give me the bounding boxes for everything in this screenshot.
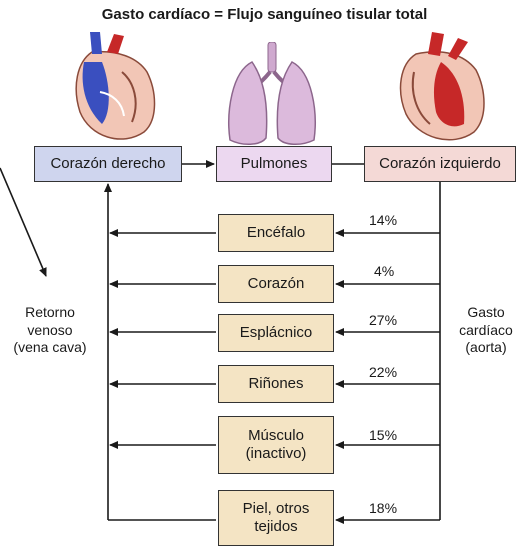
organ-box-muscle: Músculo (inactivo) — [218, 416, 334, 474]
box-left-heart: Corazón izquierdo — [364, 146, 516, 182]
organ-label: Encéfalo — [247, 224, 305, 242]
organ-box-brain: Encéfalo — [218, 214, 334, 252]
venous-return-label: Retorno venoso (vena cava) — [2, 304, 98, 357]
percent-label: 22% — [369, 364, 397, 380]
percent-label: 18% — [369, 500, 397, 516]
percent-label: 27% — [369, 312, 397, 328]
organ-box-heart: Corazón — [218, 265, 334, 303]
cardiac-output-label: Gasto cardíaco (aorta) — [446, 304, 526, 357]
percent-label: 4% — [374, 263, 394, 279]
organ-box-skin: Piel, otros tejidos — [218, 490, 334, 546]
box-right-heart: Corazón derecho — [34, 146, 182, 182]
organ-label: Esplácnico — [240, 324, 313, 342]
organ-label: (inactivo) — [246, 445, 307, 463]
organ-label: Músculo — [248, 427, 304, 445]
percent-label: 14% — [369, 212, 397, 228]
organ-label: Corazón — [248, 275, 305, 293]
organ-label: tejidos — [254, 518, 297, 536]
organ-label: Piel, otros — [243, 500, 310, 518]
box-lungs: Pulmones — [216, 146, 332, 182]
percent-label: 15% — [369, 427, 397, 443]
organ-label: Riñones — [248, 375, 303, 393]
organ-box-kidneys: Riñones — [218, 365, 334, 403]
organ-box-splanchnic: Esplácnico — [218, 314, 334, 352]
